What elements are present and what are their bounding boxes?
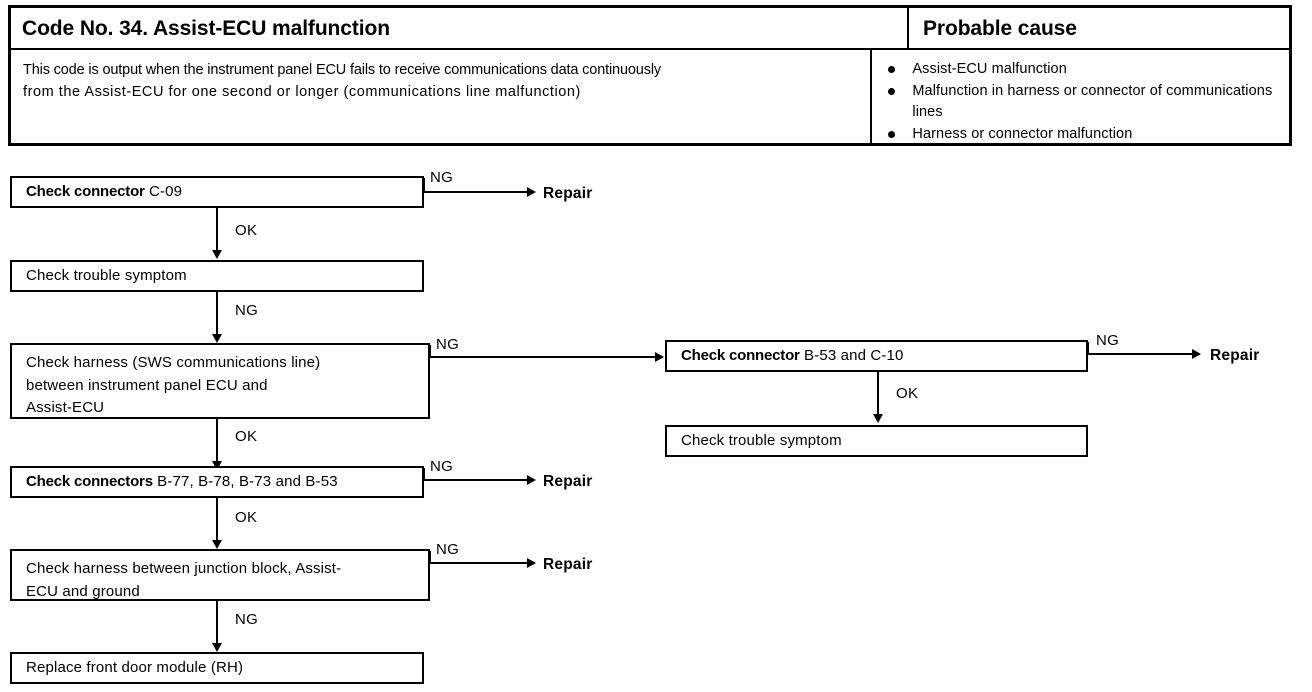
list-item: Harness or connector malfunction (886, 124, 1289, 145)
flow-box-check-trouble-symptom-left: Check trouble symptom (10, 260, 424, 292)
cause-text: Harness or connector malfunction (912, 126, 1133, 143)
flow-box-label-rest: B-77, B-78, B-73 and B-53 (152, 472, 338, 490)
dtc-description: This code is output when the instrument … (11, 50, 673, 104)
flow-box-label-rest: C-09 (144, 182, 183, 200)
connector-line-ng-5 (429, 562, 528, 564)
connector-stub (423, 468, 425, 480)
flow-box-check-connectors-b77: Check connectors B-77, B-78, B-73 and B-… (10, 466, 424, 498)
arrowhead-icon (527, 475, 536, 485)
edge-label-ng: NG (1096, 332, 1120, 349)
probable-cause-title: Probable cause (923, 16, 1077, 40)
edge-label-ng: NG (436, 336, 460, 353)
arrowhead-icon (527, 187, 536, 197)
probable-cause-title-cell: Probable cause (909, 8, 1289, 48)
dtc-description-cell: This code is output when the instrument … (11, 50, 873, 147)
connector-line-ok-4 (877, 372, 879, 417)
dtc-description-line-1: This code is output when the instrument … (23, 62, 661, 78)
bullet-icon (888, 88, 896, 96)
flow-box-label-bold: Check connector (681, 346, 800, 364)
edge-label-ng: NG (436, 541, 460, 558)
flow-box-label: Check harness (SWS communications line) … (26, 354, 321, 416)
cause-text: Assist-ECU malfunction (912, 61, 1067, 77)
flow-box-label: Check trouble symptom (26, 266, 187, 284)
arrowhead-icon (212, 250, 222, 259)
dtc-table-header-row: Code No. 34. Assist-ECU malfunction Prob… (11, 8, 1289, 50)
edge-label-ok: OK (235, 222, 258, 239)
arrowhead-icon (212, 540, 222, 549)
connector-line-ok-3 (216, 498, 218, 543)
flow-box-label: Replace front door module (RH) (26, 658, 244, 676)
dtc-info-table: Code No. 34. Assist-ECU malfunction Prob… (8, 5, 1292, 147)
flow-box-check-connector-b53-c10: Check connector B-53 and C-10 (665, 340, 1088, 372)
connector-stub (429, 551, 431, 563)
connector-line-ok-1 (216, 208, 218, 253)
connector-line-ng-1 (423, 191, 528, 193)
connector-line-ng-7 (1087, 353, 1193, 355)
connector-line-ng-4 (423, 479, 528, 481)
dtc-title-cell: Code No. 34. Assist-ECU malfunction (11, 8, 909, 48)
probable-cause-list: Assist-ECU malfunction Malfunction in ha… (872, 50, 1289, 146)
terminal-repair-4: Repair (1210, 347, 1260, 364)
edge-label-ng: NG (430, 458, 454, 475)
flow-box-label-rest: B-53 and C-10 (799, 346, 904, 364)
flow-box-check-trouble-symptom-right: Check trouble symptom (665, 425, 1088, 457)
flow-box-check-harness-sws: Check harness (SWS communications line) … (10, 343, 430, 419)
arrowhead-icon (212, 461, 222, 470)
terminal-repair-2: Repair (543, 473, 593, 490)
arrowhead-icon (655, 352, 664, 362)
bullet-icon (888, 66, 896, 73)
dtc-description-line-2: from the Assist-ECU for one second or lo… (23, 84, 581, 101)
flow-box-label-bold: Check connectors (26, 472, 153, 490)
edge-label-ok: OK (235, 509, 258, 526)
flow-box-label: Check harness between junction block, As… (26, 560, 342, 600)
arrowhead-icon (527, 558, 536, 568)
connector-line-ng-6 (216, 601, 218, 646)
edge-label-ok: OK (896, 385, 919, 402)
probable-cause-cell: Assist-ECU malfunction Malfunction in ha… (872, 50, 1289, 146)
arrowhead-icon (1192, 349, 1201, 359)
arrowhead-icon (212, 334, 222, 343)
flow-box-label-bold: Check connector (26, 182, 145, 200)
terminal-repair-3: Repair (543, 556, 593, 573)
connector-stub (429, 345, 431, 357)
connector-line-ok-2 (216, 419, 218, 464)
arrowhead-icon (873, 414, 883, 423)
flow-box-check-harness-junction-block: Check harness between junction block, As… (10, 549, 430, 601)
flow-box-label: Check trouble symptom (681, 431, 842, 449)
list-item: Assist-ECU malfunction (886, 59, 1289, 80)
edge-label-ok: OK (235, 428, 258, 445)
edge-label-ng: NG (430, 169, 454, 186)
terminal-repair-1: Repair (543, 185, 593, 202)
list-item: Malfunction in harness or connector of c… (886, 81, 1289, 123)
bullet-icon (888, 131, 896, 139)
connector-stub (423, 178, 425, 192)
connector-line-ng-3 (429, 356, 657, 358)
page-title: Code No. 34. Assist-ECU malfunction (22, 16, 390, 40)
cause-text: Malfunction in harness or connector of c… (912, 83, 1273, 121)
flow-box-replace-front-door-module: Replace front door module (RH) (10, 652, 424, 684)
flow-box-check-connector-c09: Check connector C-09 (10, 176, 424, 208)
arrowhead-icon (212, 643, 222, 652)
edge-label-ng: NG (235, 302, 259, 319)
connector-line-ng-2 (216, 292, 218, 337)
edge-label-ng: NG (235, 611, 259, 628)
connector-stub (1087, 342, 1089, 354)
dtc-table-body-row: This code is output when the instrument … (11, 50, 1289, 147)
